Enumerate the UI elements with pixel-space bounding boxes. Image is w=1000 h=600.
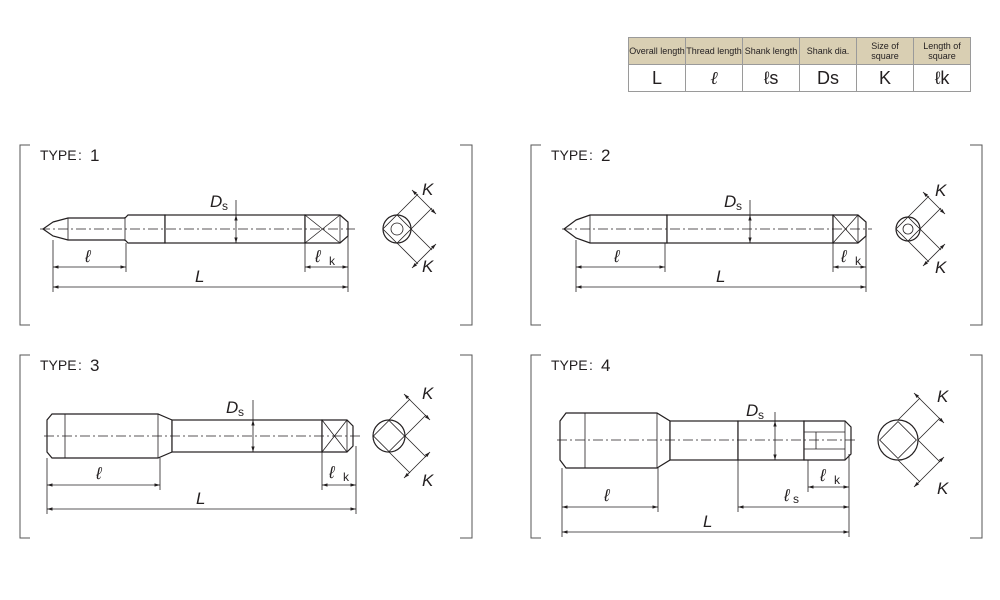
type-2-lk-label: ℓ (840, 247, 847, 266)
type-1-number: 1 (90, 146, 99, 165)
type-2-bracket-left (530, 144, 541, 326)
type-1-L-label: L (195, 267, 204, 286)
type-3-panel: TYPE : 3 D s ℓ L ℓ k (19, 354, 473, 539)
type-1-label: TYPE (40, 147, 77, 163)
type-4-bracket-right (970, 354, 983, 539)
type-3-end-view: K K (372, 384, 434, 490)
type-3-bracket-left (19, 354, 30, 539)
type-4-number: 4 (601, 356, 610, 375)
type-3-l-label: ℓ (95, 464, 102, 483)
type-4-k-bottom-label: K (937, 479, 949, 498)
type-4-ls-sub: s (793, 492, 799, 506)
type-4-k-top-label: K (937, 387, 949, 406)
legend-symbol-l: ℓ (685, 64, 743, 92)
type-2-ds-label: D (724, 192, 736, 211)
type-3-k-bottom-label: K (422, 471, 434, 490)
type-1-bracket-right (460, 144, 473, 326)
type-2-ds-sub: s (736, 199, 742, 213)
type-4-ds-sub: s (758, 408, 764, 422)
type-1-tap (40, 214, 355, 244)
type-3-lk-sub: k (343, 470, 350, 484)
type-3-bracket-right (460, 354, 473, 539)
type-3-L-label: L (196, 489, 205, 508)
type-3-label: TYPE (40, 357, 77, 373)
type-4-bracket-left (530, 354, 541, 539)
type-4-ds-label: D (746, 401, 758, 420)
type-1-l-label: ℓ (84, 247, 91, 266)
dimension-legend-table: Overall length Thread length Shank lengt… (628, 37, 971, 92)
type-4-label: TYPE (551, 357, 588, 373)
svg-text::: : (78, 147, 82, 163)
type-4-tap (557, 412, 858, 469)
legend-symbol-ls: ℓs (742, 64, 800, 92)
type-3-lk-label: ℓ (328, 463, 335, 482)
type-4-L-label: L (703, 512, 712, 531)
legend-header-overall-length: Overall length (628, 37, 686, 65)
legend-header-size-of-square: Size of square (856, 37, 914, 65)
type-2-k-top-label: K (935, 181, 947, 200)
type-1-end-view: K K (382, 180, 437, 276)
type-1-k-top-label: K (422, 180, 434, 199)
type-2-label: TYPE (551, 147, 588, 163)
type-4-lk-label: ℓ (819, 466, 826, 485)
type-2-panel: TYPE : 2 D s ℓ L ℓ k (530, 144, 983, 326)
type-1-ds-sub: s (222, 199, 228, 213)
type-3-ds-label: D (226, 398, 238, 417)
svg-text::: : (589, 147, 593, 163)
type-4-ls-label: ℓ (783, 486, 790, 505)
type-1-lk-label: ℓ (314, 247, 321, 266)
type-3-ds-sub: s (238, 405, 244, 419)
type-2-k-bottom-label: K (935, 258, 947, 277)
type-1-panel: TYPE : 1 D s ℓ L ℓ k (19, 144, 473, 326)
type-2-lk-sub: k (855, 254, 862, 268)
type-4-lk-sub: k (834, 473, 841, 487)
legend-header-length-of-square: Length of square (913, 37, 971, 65)
legend-header-shank-dia: Shank dia. (799, 37, 857, 65)
type-2-tap (562, 214, 872, 244)
legend-header-shank-length: Shank length (742, 37, 800, 65)
type-4-panel: TYPE : 4 D s ℓ ℓ s ℓ k L (530, 354, 983, 539)
type-1-k-bottom-label: K (422, 257, 434, 276)
type-3-tap (44, 413, 360, 459)
type-1-lk-sub: k (329, 254, 336, 268)
type-1-ds-label: D (210, 192, 222, 211)
type-3-number: 3 (90, 356, 99, 375)
type-2-l-label: ℓ (613, 247, 620, 266)
svg-text::: : (589, 357, 593, 373)
type-1-bracket-left (19, 144, 30, 326)
type-2-number: 2 (601, 146, 610, 165)
legend-symbol-lk: ℓk (913, 64, 971, 92)
type-2-bracket-right (970, 144, 983, 326)
type-2-end-view: K K (895, 181, 947, 277)
type-2-L-label: L (716, 267, 725, 286)
svg-text::: : (78, 357, 82, 373)
legend-symbol-L: L (628, 64, 686, 92)
legend-header-row: Overall length Thread length Shank lengt… (628, 37, 971, 65)
legend-symbol-row: L ℓ ℓs Ds K ℓk (628, 64, 971, 92)
type-4-end-view: K K (877, 387, 949, 498)
type-3-k-top-label: K (422, 384, 434, 403)
type-4-l-label: ℓ (603, 486, 610, 505)
